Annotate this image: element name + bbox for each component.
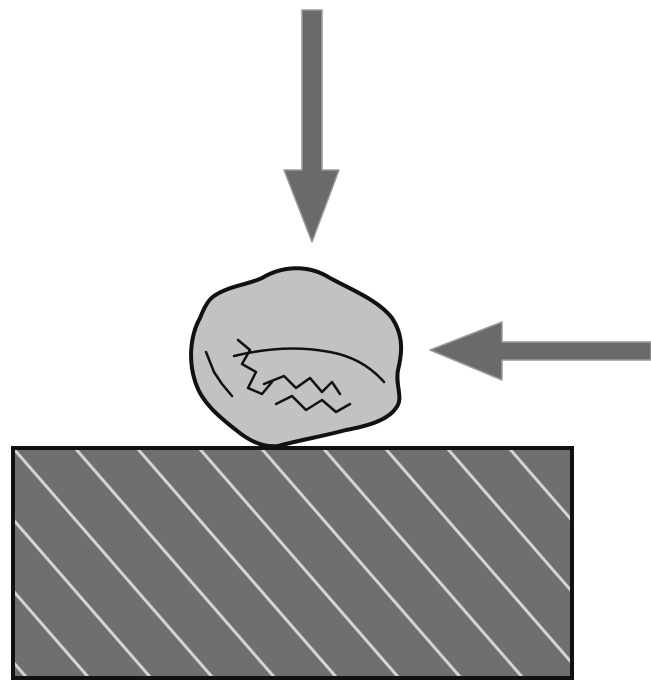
vertical-arrow-shape xyxy=(283,9,340,243)
hatched-surface-block xyxy=(11,446,651,680)
hatch-line xyxy=(135,448,339,678)
hatch-line xyxy=(13,517,153,678)
rock-crack-1 xyxy=(236,338,274,396)
hatch-line xyxy=(13,448,215,678)
rock-body xyxy=(189,266,404,449)
horizontal-arrow-halo xyxy=(422,314,651,388)
rock-crack-2 xyxy=(232,347,386,384)
vertical-force-arrow xyxy=(276,4,347,250)
horizontal-arrow-shape xyxy=(429,321,651,381)
rock-crack-3 xyxy=(262,374,342,396)
hatch-line xyxy=(507,448,572,523)
hatch-line xyxy=(633,448,651,678)
hatch-line xyxy=(13,588,91,678)
rock-crack-4 xyxy=(274,394,352,414)
hatch-line xyxy=(445,448,572,595)
hatch-line xyxy=(73,448,277,678)
hatch-line xyxy=(197,448,401,678)
hatch-line xyxy=(259,448,463,678)
horizontal-force-arrow xyxy=(422,314,651,388)
hatch-line xyxy=(383,448,572,666)
rock-crack-5 xyxy=(204,350,234,398)
block-outline xyxy=(11,446,574,680)
vertical-arrow-halo xyxy=(276,4,347,250)
rock-particle xyxy=(189,266,404,449)
hatch-line xyxy=(569,448,572,452)
block-hatching xyxy=(13,448,651,678)
hatch-line xyxy=(321,448,525,678)
